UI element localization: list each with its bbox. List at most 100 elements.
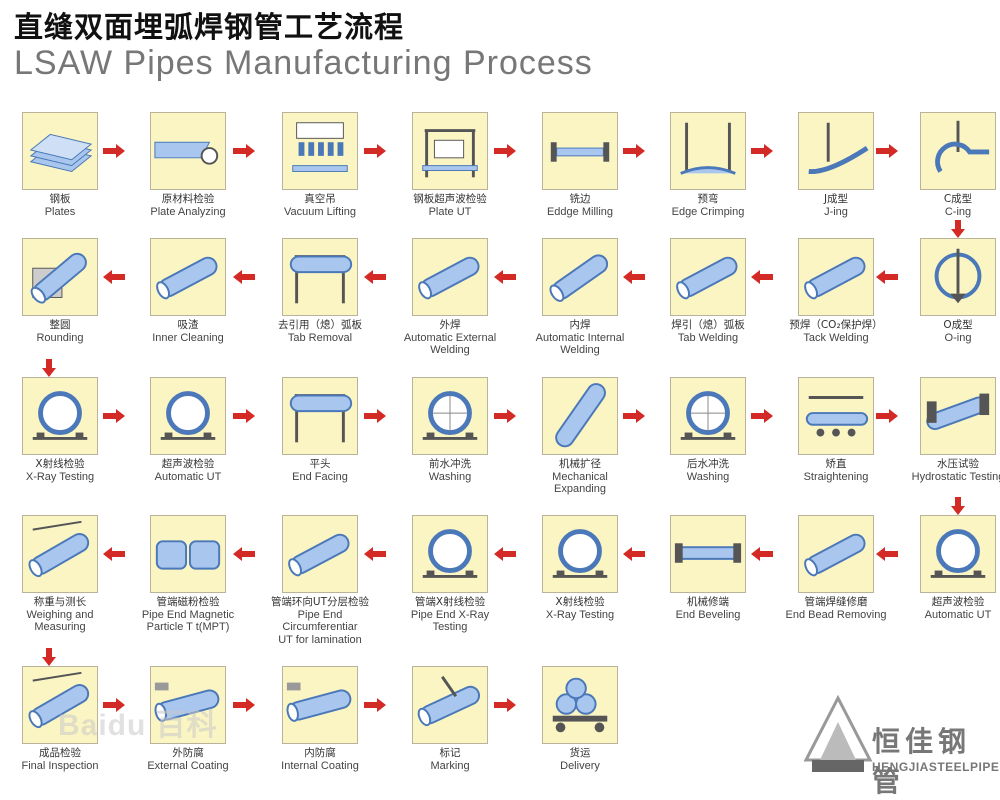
step-illustration-icon bbox=[150, 377, 226, 455]
arrow-right-icon bbox=[494, 144, 516, 158]
step-illustration-icon bbox=[798, 238, 874, 316]
step-label-english: Tack Welding bbox=[803, 331, 869, 344]
step-label-chinese: 吸渣 bbox=[177, 319, 199, 331]
step-illustration-icon bbox=[412, 515, 488, 593]
step-label-chinese: 货运 bbox=[569, 747, 591, 759]
step-label: 预焊（CO₂保护焊）Tack Welding bbox=[766, 319, 906, 344]
arrow-right-icon bbox=[623, 409, 645, 423]
step-label-english: Internal Coating bbox=[281, 759, 359, 772]
arrow-left-icon bbox=[876, 547, 898, 561]
arrow-left-icon bbox=[623, 547, 645, 561]
arrow-right-icon bbox=[103, 144, 125, 158]
brand-name-english: HENGJIASTEELPIPE bbox=[872, 760, 1000, 774]
step-illustration-icon bbox=[412, 666, 488, 744]
arrow-left-icon bbox=[623, 270, 645, 284]
arrow-left-icon bbox=[364, 270, 386, 284]
step-label-english: Washing bbox=[428, 470, 472, 483]
step-label-chinese: 管端焊缝修磨 bbox=[804, 596, 868, 608]
step-label-english: Straightening bbox=[803, 470, 869, 483]
step-label-english: Tab Removal bbox=[287, 331, 353, 344]
step-label-chinese: 预弯 bbox=[697, 193, 719, 205]
step-label-english: Welding bbox=[430, 344, 470, 356]
step-label-english: Testing bbox=[432, 621, 468, 633]
step-label-chinese: 焊引（熄）弧板 bbox=[671, 319, 745, 331]
step-label-english: Eddge Milling bbox=[546, 205, 614, 218]
arrow-left-icon bbox=[364, 547, 386, 561]
step-illustration-icon bbox=[542, 666, 618, 744]
step-label-english: Weighing and bbox=[26, 608, 94, 621]
step-label-chinese: 矫直 bbox=[825, 458, 847, 470]
step-label-english: Final Inspection bbox=[21, 759, 99, 772]
step-label-chinese: 机械修端 bbox=[687, 596, 729, 608]
step-label-chinese: J成型 bbox=[823, 193, 849, 205]
step-illustration-icon bbox=[542, 238, 618, 316]
arrow-left-icon bbox=[233, 270, 255, 284]
step-label-english: X-Ray Testing bbox=[25, 470, 95, 483]
step-illustration-icon bbox=[22, 112, 98, 190]
step-label-chinese: 成品检验 bbox=[39, 747, 81, 759]
step-label-chinese: 称重与测长 bbox=[33, 596, 87, 608]
step-illustration-icon bbox=[798, 377, 874, 455]
step-illustration-icon bbox=[150, 666, 226, 744]
step-label-english: Expanding bbox=[554, 483, 606, 495]
arrow-right-icon bbox=[494, 698, 516, 712]
step-illustration-icon bbox=[282, 377, 358, 455]
arrow-right-icon bbox=[364, 409, 386, 423]
step-label-english: Circumferentiar bbox=[282, 621, 358, 633]
step-label-english: X-Ray Testing bbox=[545, 608, 615, 621]
step-illustration-icon bbox=[22, 666, 98, 744]
arrow-right-icon bbox=[751, 409, 773, 423]
arrow-left-icon bbox=[233, 547, 255, 561]
step-label-chinese: 水压试验 bbox=[937, 458, 979, 470]
arrow-left-icon bbox=[494, 547, 516, 561]
step-illustration-icon bbox=[282, 515, 358, 593]
step-label-english: C-ing bbox=[944, 205, 972, 218]
step-label-english: Rounding bbox=[36, 331, 84, 344]
step-label-chinese: 内防腐 bbox=[304, 747, 336, 759]
step-illustration-icon bbox=[412, 238, 488, 316]
step-label-chinese: 前水冲洗 bbox=[429, 458, 471, 470]
step-label-chinese: 原材料检验 bbox=[161, 193, 215, 205]
step-label-english: External Coating bbox=[147, 759, 229, 772]
arrow-left-icon bbox=[103, 270, 125, 284]
step-label-chinese: 管端X射线检验 bbox=[414, 596, 486, 608]
step-label-english: Pipe End X-Ray bbox=[410, 608, 490, 621]
step-label-chinese: 超声波检验 bbox=[931, 596, 985, 608]
arrow-left-icon bbox=[751, 547, 773, 561]
step-label-chinese: 内焊 bbox=[569, 319, 591, 331]
step-label-chinese: 超声波检验 bbox=[161, 458, 215, 470]
step-illustration-icon bbox=[412, 377, 488, 455]
step-label-english: Automatic External bbox=[403, 331, 497, 344]
arrow-right-icon bbox=[623, 144, 645, 158]
arrow-down-icon bbox=[42, 648, 56, 666]
step-illustration-icon bbox=[670, 377, 746, 455]
step-illustration-icon bbox=[798, 112, 874, 190]
brand-logo-icon bbox=[798, 690, 998, 776]
step-label-chinese: 真空吊 bbox=[304, 193, 336, 205]
step-label-chinese: 去引用（熄）弧板 bbox=[278, 319, 362, 331]
step-label-chinese: 外防腐 bbox=[172, 747, 204, 759]
step-label-english: Particle T t(MPT) bbox=[146, 621, 230, 633]
step-label-chinese: 铣边 bbox=[569, 193, 591, 205]
arrow-right-icon bbox=[751, 144, 773, 158]
arrow-right-icon bbox=[103, 409, 125, 423]
step-illustration-icon bbox=[920, 515, 996, 593]
arrow-left-icon bbox=[494, 270, 516, 284]
